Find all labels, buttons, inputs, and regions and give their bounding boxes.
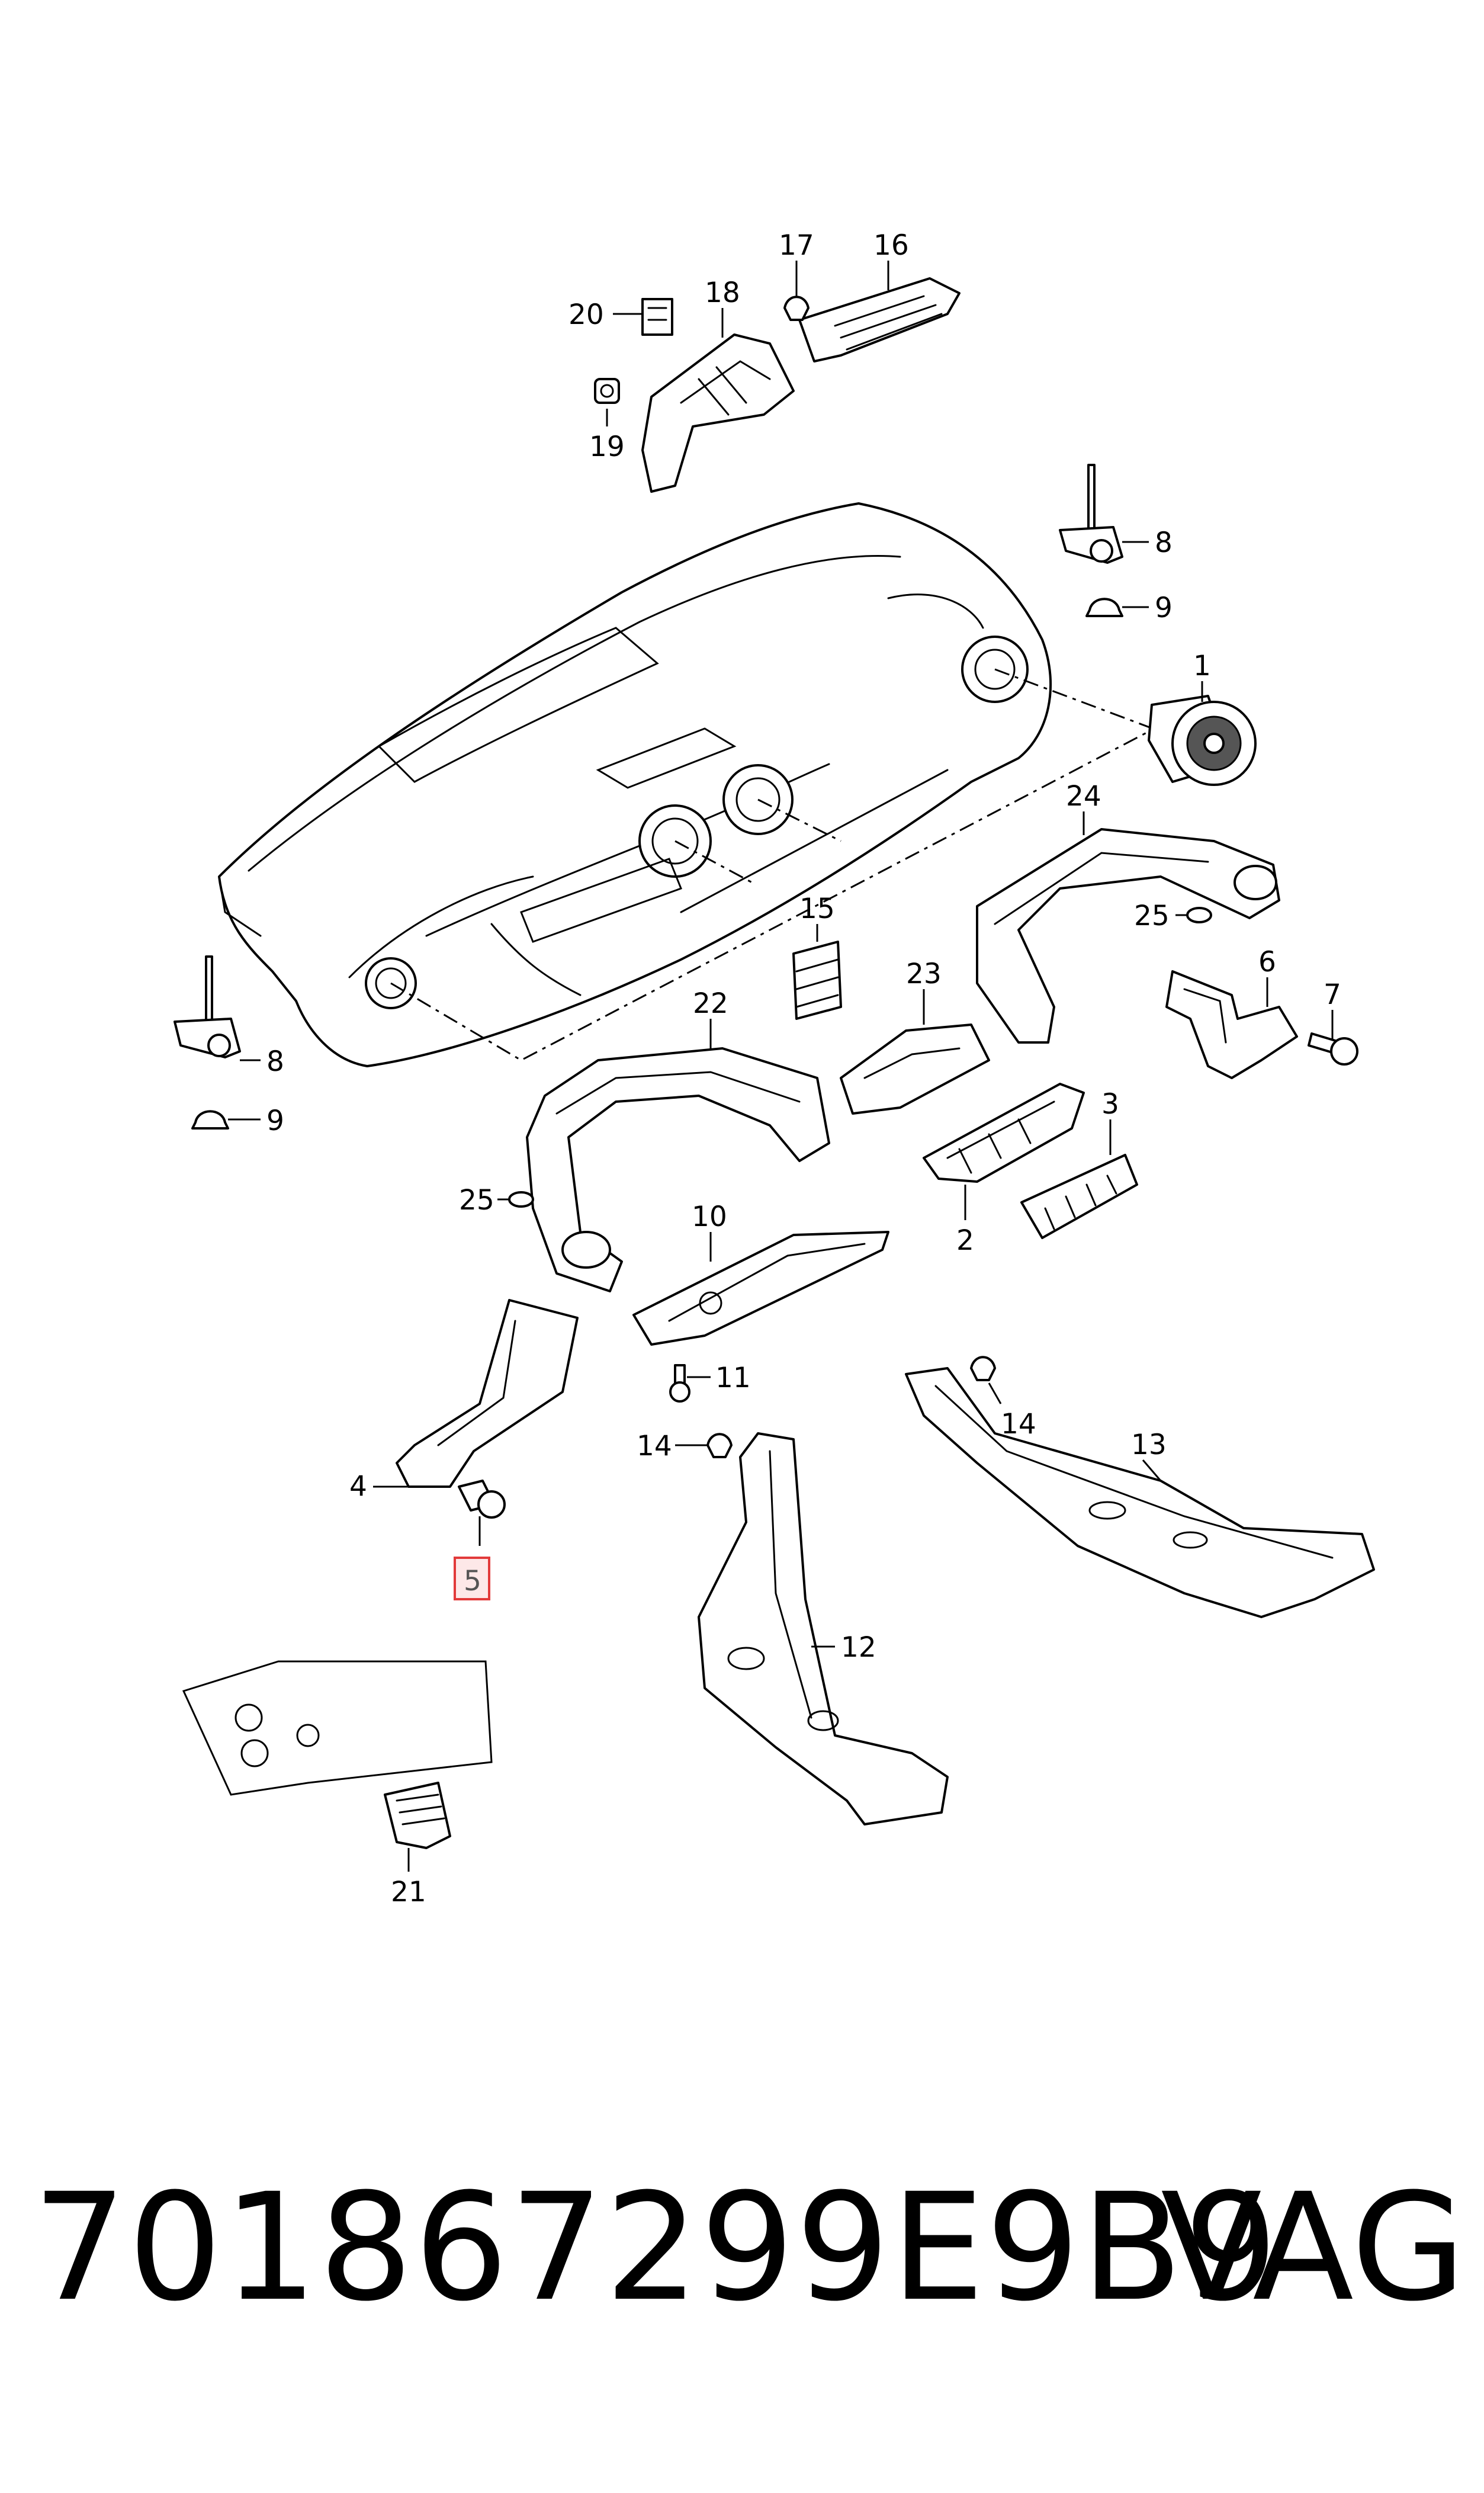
callout-4: 4	[349, 1470, 367, 1503]
part-21-floor-grille	[182, 1660, 493, 1849]
dashboard-guide-lines	[390, 668, 1161, 1061]
leader-lines	[228, 261, 1334, 1872]
part-4-footwell-duct	[396, 1299, 579, 1488]
part-10-tray-duct	[632, 1231, 889, 1346]
part-8-sensor-right	[1059, 464, 1123, 564]
callout-21: 21	[391, 1876, 426, 1908]
callout-9-left: 9	[266, 1105, 284, 1137]
callout-1: 1	[1193, 650, 1211, 682]
callout-3: 3	[1101, 1088, 1119, 1121]
callout-18: 18	[705, 277, 740, 309]
callout-9-right: 9	[1155, 592, 1173, 624]
callout-14-left: 14	[637, 1430, 672, 1462]
callout-6: 6	[1258, 946, 1276, 978]
callout-5: 5	[464, 1565, 481, 1597]
callout-16: 16	[873, 229, 909, 262]
part-9-grommet-left	[191, 1110, 229, 1130]
part-6-bracket	[1165, 970, 1298, 1079]
part-1-round-vent	[1148, 695, 1257, 786]
callout-17: 17	[779, 229, 814, 262]
callout-24: 24	[1066, 780, 1101, 813]
part-20-connector	[641, 298, 673, 336]
callout-25-left: 25	[459, 1184, 494, 1217]
part-8-sensor-left	[174, 955, 241, 1058]
part-3-vent-grille	[1020, 1154, 1138, 1239]
part-25-washer-right	[1186, 907, 1212, 923]
callout-5-highlight-box	[454, 1557, 490, 1600]
brand-text: VAG	[1161, 2161, 1466, 2334]
callout-2: 2	[956, 1224, 974, 1257]
callout-14-right: 14	[1001, 1408, 1036, 1440]
callout-11: 11	[715, 1362, 751, 1394]
part-14-clip-left	[706, 1433, 733, 1458]
callout-22: 22	[693, 987, 728, 1020]
callout-10: 10	[692, 1201, 727, 1233]
part-13-rear-duct-right	[905, 1367, 1375, 1618]
part-14-clip-top	[970, 1356, 996, 1381]
part-19-nut	[594, 378, 620, 404]
callout-19: 19	[589, 431, 625, 463]
callout-8-right: 8	[1155, 527, 1173, 559]
part-15-pad	[792, 941, 842, 1020]
part-18-upper-duct	[641, 333, 795, 493]
callout-13: 13	[1131, 1429, 1167, 1461]
callout-23: 23	[906, 958, 942, 990]
part-5-clip	[458, 1480, 506, 1519]
callout-20: 20	[568, 299, 604, 331]
part-24-front-duct-right	[976, 828, 1280, 1044]
part-12-rear-duct-left	[698, 1432, 949, 1825]
part-25-washer-left	[508, 1191, 534, 1208]
part-23-connector-duct	[840, 1023, 990, 1115]
callout-12: 12	[841, 1631, 876, 1664]
part-9-grommet-right	[1085, 598, 1123, 617]
part-16-defrost-vent	[798, 277, 961, 362]
part-11-screw	[669, 1364, 690, 1403]
callout-labels: 1 2 3 4 5 6 7 8 8 9 9 10 11 12 13 14 14 …	[266, 229, 1341, 1908]
part-22-front-duct-left	[526, 1047, 830, 1292]
callout-8-left: 8	[266, 1045, 284, 1078]
part-7-screw	[1308, 1032, 1358, 1066]
callout-25-right: 25	[1134, 900, 1170, 932]
callout-7: 7	[1324, 978, 1341, 1011]
callout-15: 15	[799, 893, 835, 925]
part-17-clip	[783, 296, 810, 321]
part-number-text: 701867299E9B9	[33, 2161, 1280, 2334]
part-2-center-vent	[923, 1083, 1085, 1183]
